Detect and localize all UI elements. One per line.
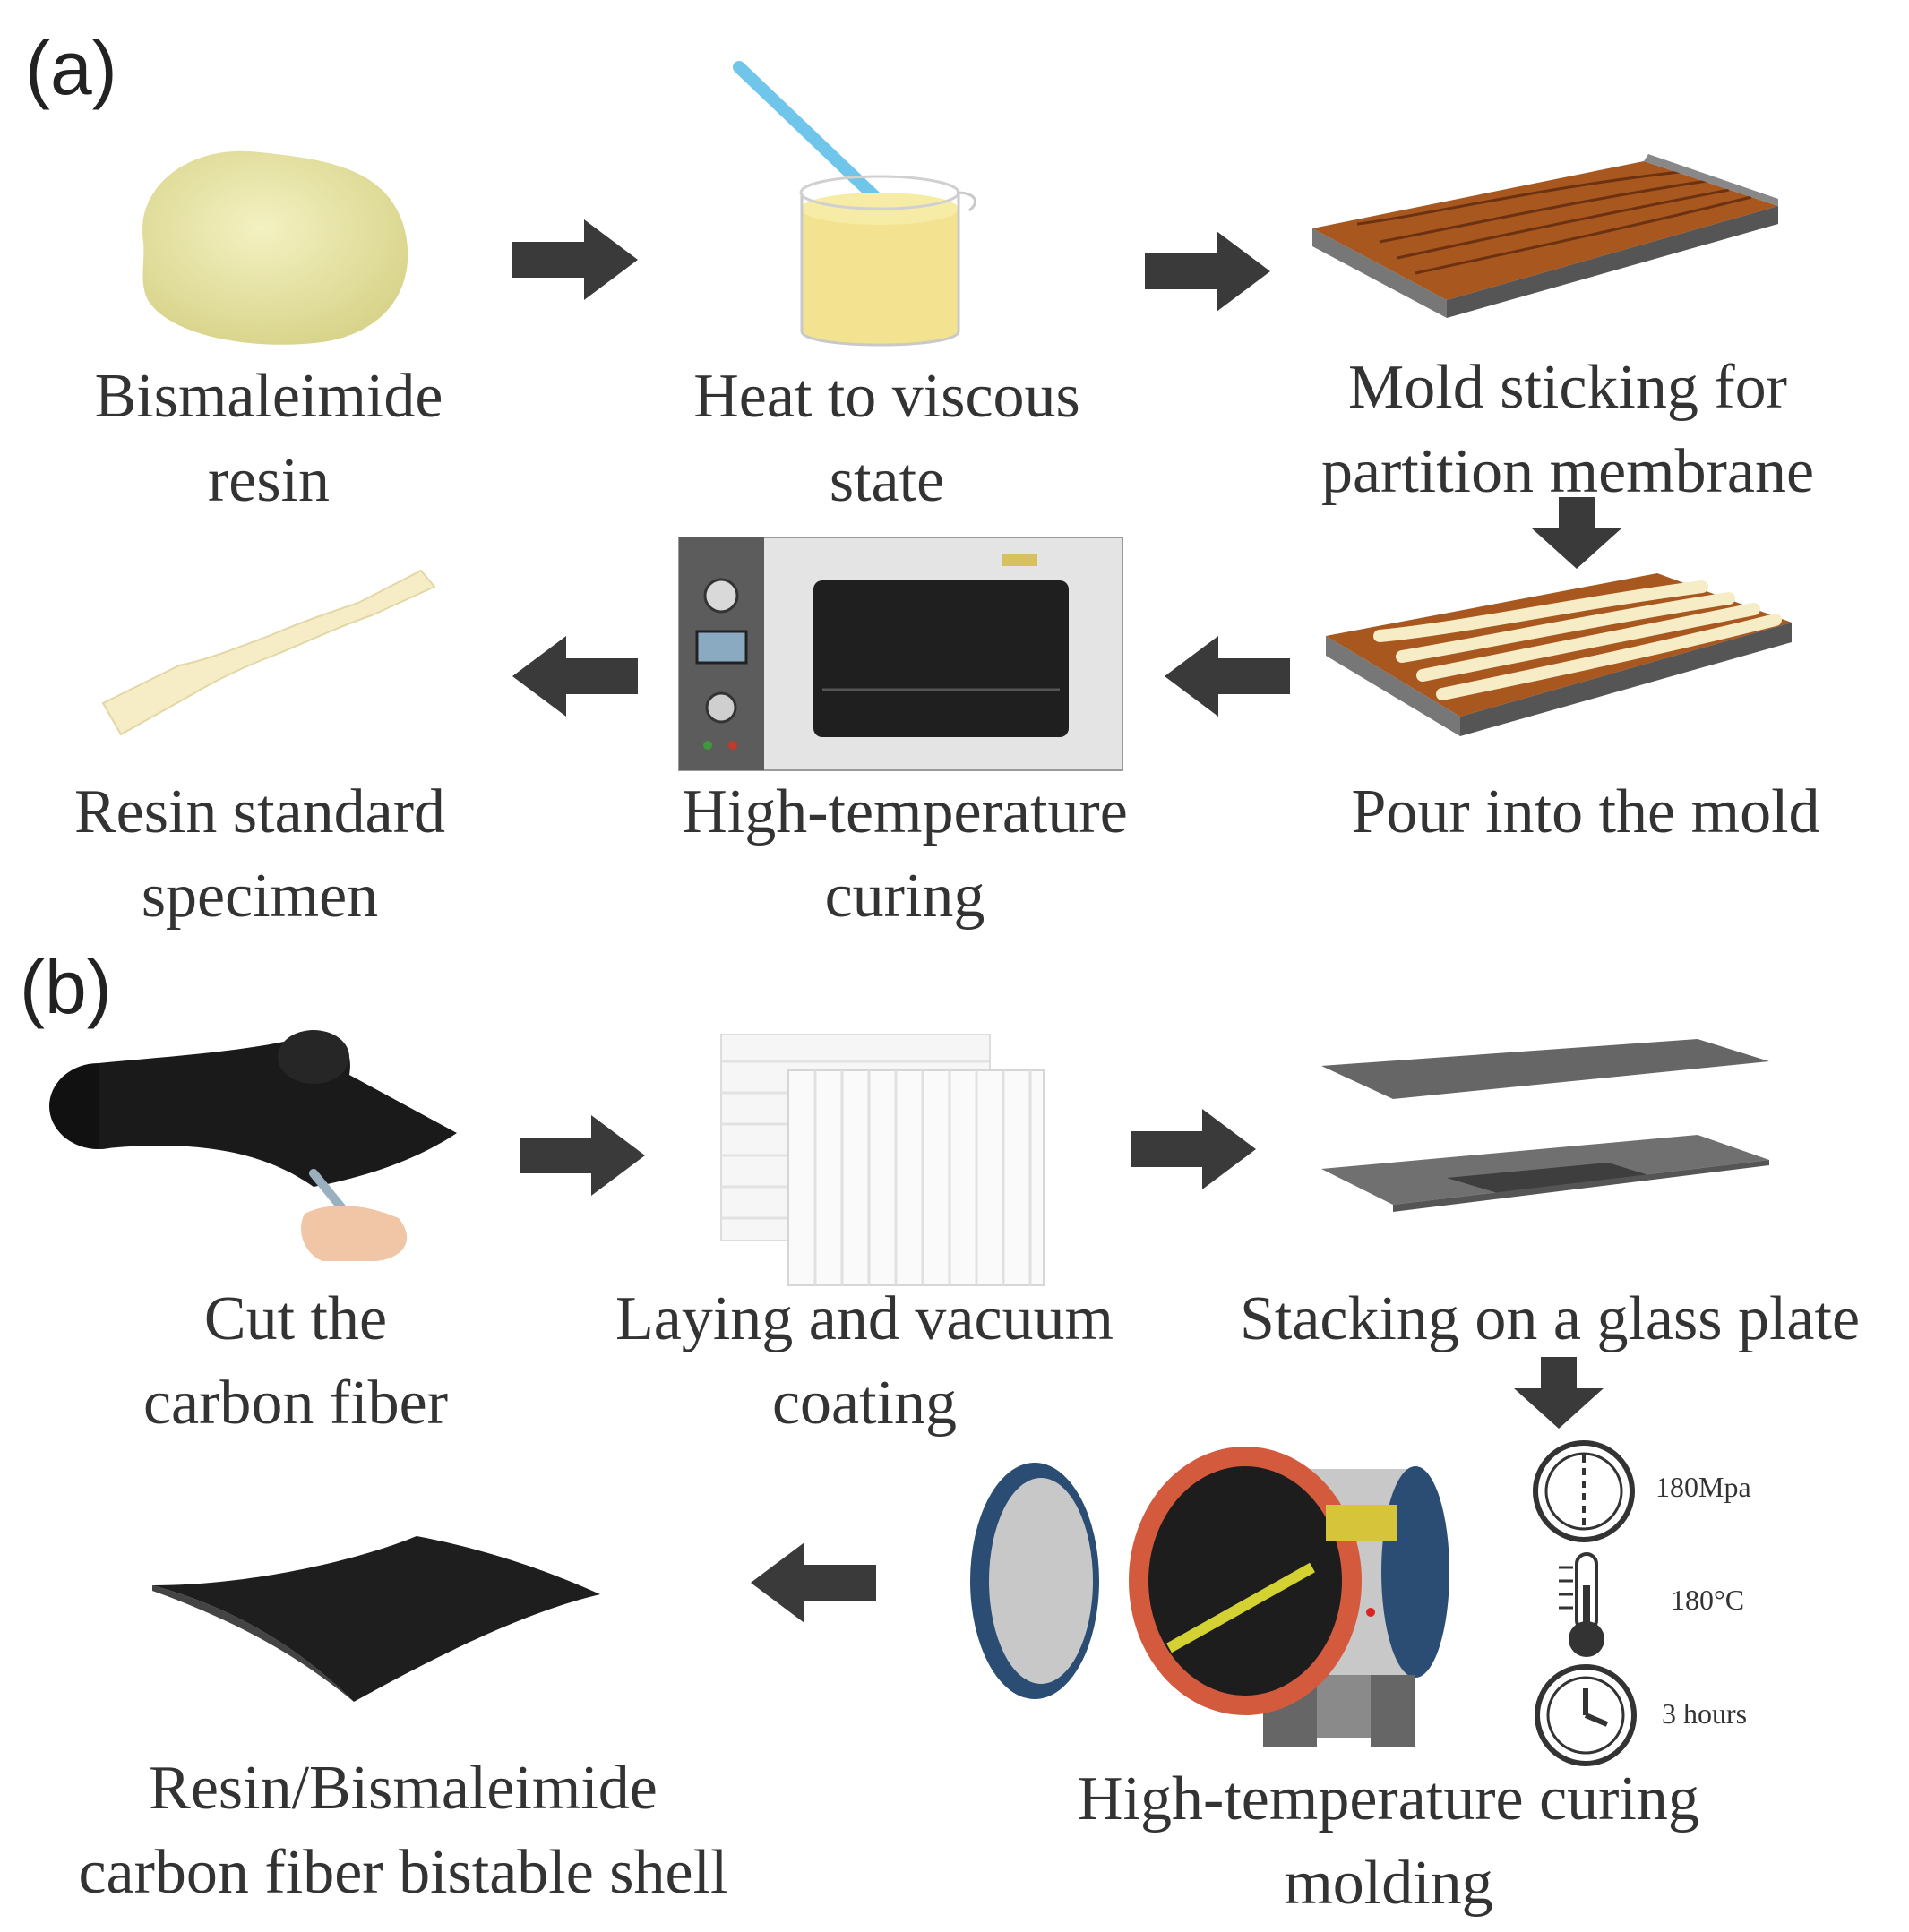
autoclave-illustration [970,1447,1449,1747]
glass-plates-illustration [1321,1039,1769,1212]
caption-heat-viscous: Heat to viscous state [693,362,1080,515]
arrow-left-icon [1165,636,1290,717]
caption-bismaleimide-resin: Bismaleimide resin [94,362,443,515]
condition-time: 3 hours [1662,1697,1748,1730]
caption-laying-vacuum: Laying and vacuum coating [615,1284,1114,1438]
caption-pour-mold: Pour into the mold [1351,777,1820,846]
arrow-right-icon [512,219,638,300]
arrow-right-icon [520,1115,645,1196]
laying-sheets-illustration [720,1034,1045,1286]
mold-tray-illustration [1312,154,1778,318]
carbon-fiber-roll-illustration [49,1030,457,1261]
caption-mold-sticking: Mold sticking for partition membrane [1320,353,1815,506]
caption-high-temp-curing-molding: High-temperature curing molding [1078,1765,1699,1918]
caption-resin-specimen: Resin standard specimen [73,777,446,931]
resin-powder-illustration [142,150,408,345]
pressure-gauge-icon [1533,1440,1635,1542]
panel-b-label: (b) [20,945,112,1029]
bistable-shell-illustration [152,1536,600,1702]
arrow-right-icon [1145,231,1270,312]
beaker-illustration [733,61,977,347]
caption-high-temp-curing: High-temperature curing [682,777,1128,931]
panel-a-label: (a) [25,26,117,110]
arrow-left-icon [512,636,638,717]
condition-temperature: 180°C [1671,1584,1745,1616]
curing-oven-illustration [678,537,1123,771]
arrow-down-icon [1514,1357,1604,1429]
arrow-down-icon [1532,497,1621,569]
caption-cut-carbon-fiber: Cut the carbon fiber [142,1284,449,1438]
caption-stacking-glass: Stacking on a glass plate [1239,1284,1861,1353]
caption-bistable-shell: Resin/Bismaleimide carbon fiber bistable… [78,1754,728,1907]
thermometer-icon [1559,1552,1604,1657]
filled-mold-illustration [1326,573,1792,736]
clock-icon [1535,1664,1637,1766]
arrow-right-icon [1131,1109,1256,1189]
arrow-left-icon [751,1542,876,1623]
resin-specimen-illustration [101,569,436,736]
condition-pressure: 180Mpa [1655,1471,1751,1503]
